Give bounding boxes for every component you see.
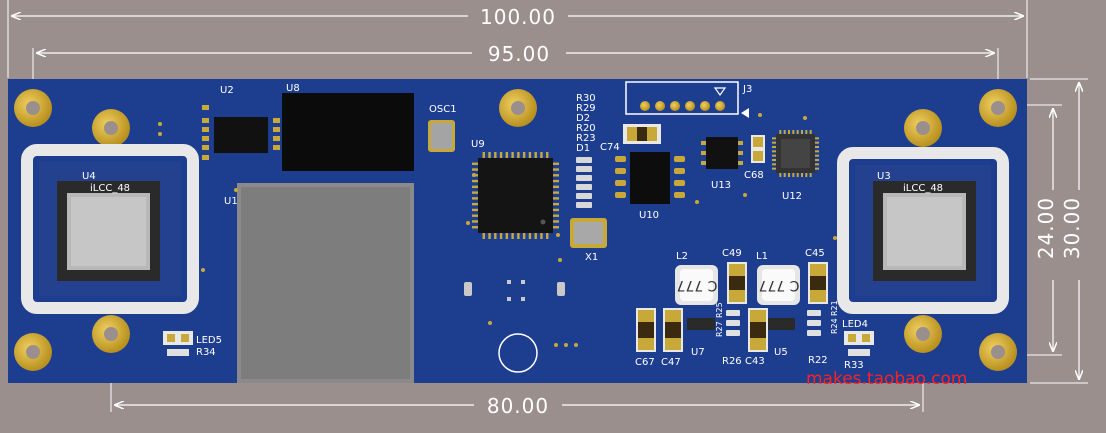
label-c49: C49 [722, 248, 742, 259]
label-u12: U12 [782, 191, 802, 202]
resistor-cluster: R27 R25 R26 C43 R24 R21 R22 [715, 300, 839, 367]
label-r21: R21 [830, 300, 839, 316]
oscillator-osc1: OSC1 [428, 104, 457, 152]
label-r34: R34 [196, 347, 216, 358]
crystal-x1: X1 [570, 218, 607, 263]
label-ilcc-right: iLCC_48 [903, 183, 943, 194]
mounting-holes [14, 89, 1017, 373]
sensor-u3: U3 iLCC_48 [837, 147, 1009, 314]
label-u13: U13 [711, 180, 731, 191]
led4: LED4 R33 [842, 319, 874, 371]
label-r33: R33 [844, 360, 864, 371]
chip-u10: U10 [615, 152, 685, 221]
label-u9: U9 [471, 139, 485, 150]
chip-u12: U12 [772, 130, 819, 202]
mounting-hole [14, 89, 52, 127]
mounting-hole [499, 89, 537, 127]
label-c74: C74 [600, 142, 620, 153]
label-c68: C68 [744, 170, 764, 181]
label-d1: D1 [576, 143, 590, 154]
label-u5: U5 [774, 347, 788, 358]
dimension-label-bottom-span: 80.00 [487, 394, 549, 418]
label-led4: LED4 [842, 319, 868, 330]
label-led5: LED5 [196, 335, 222, 346]
label-r30: R30 [576, 93, 596, 104]
sensor-u4: U4 iLCC_48 [21, 144, 199, 314]
label-r20: R20 [576, 123, 596, 134]
capacitor-c68: C68 [744, 135, 765, 181]
label-l2: L2 [676, 251, 688, 262]
label-r27: R27 [715, 321, 724, 337]
dimension-inner-height: 24.00 [1000, 104, 1062, 356]
capacitor-c74: C74 [600, 124, 661, 153]
capacitor-c45: C45 [805, 248, 828, 304]
mounting-hole [904, 109, 942, 147]
label-u8: U8 [286, 83, 300, 94]
led5: LED5 R34 [163, 331, 222, 358]
label-c67: C67 [635, 357, 655, 368]
dimension-label-overall-height: 30.00 [1060, 197, 1084, 259]
label-u4: U4 [82, 171, 96, 182]
dimension-overall-width: 100.00 [7, 0, 1028, 78]
capacitor-c47: C47 [661, 308, 683, 368]
outline-circle [498, 333, 538, 373]
chip-u13: U13 [701, 137, 743, 191]
label-u7: U7 [691, 347, 705, 358]
vias [158, 113, 837, 347]
chip-u5: U5 [767, 318, 795, 358]
label-r26: R26 [722, 356, 742, 367]
label-c45: C45 [805, 248, 825, 259]
dimension-label-overall-width: 100.00 [480, 5, 556, 29]
dimension-label-inner-height: 24.00 [1034, 197, 1058, 259]
label-r23: R23 [576, 133, 596, 144]
label-u3: U3 [877, 171, 891, 182]
label-r25: R25 [715, 302, 724, 318]
label-d2: D2 [576, 113, 590, 124]
label-r29: R29 [576, 103, 596, 114]
capacitor-c43 [748, 308, 768, 352]
label-l1: L1 [756, 251, 768, 262]
mounting-hole [92, 109, 130, 147]
connector-j3: J3 [625, 81, 752, 118]
inductor-l1: C 777 L1 [756, 251, 800, 305]
dimension-overall-height: 30.00 [1030, 78, 1088, 384]
capacitor-c67: C67 [635, 308, 656, 368]
mounting-hole [14, 333, 52, 371]
dimension-label-hole-span: 95.00 [488, 42, 550, 66]
label-r22: R22 [808, 355, 828, 366]
value-l2: C 777 [677, 277, 718, 293]
dimension-hole-span: 95.00 [32, 42, 999, 100]
chip-u9: U9 [471, 139, 559, 239]
label-x1: X1 [585, 252, 598, 263]
mounting-hole [904, 315, 942, 353]
chip-u2: U2 [202, 85, 280, 160]
mounting-hole [979, 89, 1017, 127]
misc-pads [464, 280, 565, 301]
label-j3: J3 [742, 84, 752, 95]
label-r24: R24 [830, 318, 839, 334]
label-u2: U2 [220, 85, 234, 96]
mounting-hole [92, 315, 130, 353]
chip-u8: U8 [282, 83, 414, 171]
value-l1: C 777 [759, 277, 800, 293]
resistor-labels: R30 R29 D2 R20 R23 D1 [576, 93, 596, 208]
label-u1: U1 [224, 196, 238, 207]
capacitor-c49: C49 [722, 248, 747, 304]
mounting-hole [979, 333, 1017, 371]
label-c47: C47 [661, 357, 681, 368]
label-osc1: OSC1 [429, 104, 457, 115]
label-ilcc-left: iLCC_48 [90, 183, 130, 194]
chip-u7: U7 [687, 318, 715, 358]
inductor-l2: C 777 L2 [675, 251, 718, 305]
module-u1: U1 [224, 183, 414, 383]
watermark: makes.taobao.com [806, 369, 968, 389]
label-u10: U10 [639, 210, 659, 221]
label-c43: C43 [745, 356, 765, 367]
